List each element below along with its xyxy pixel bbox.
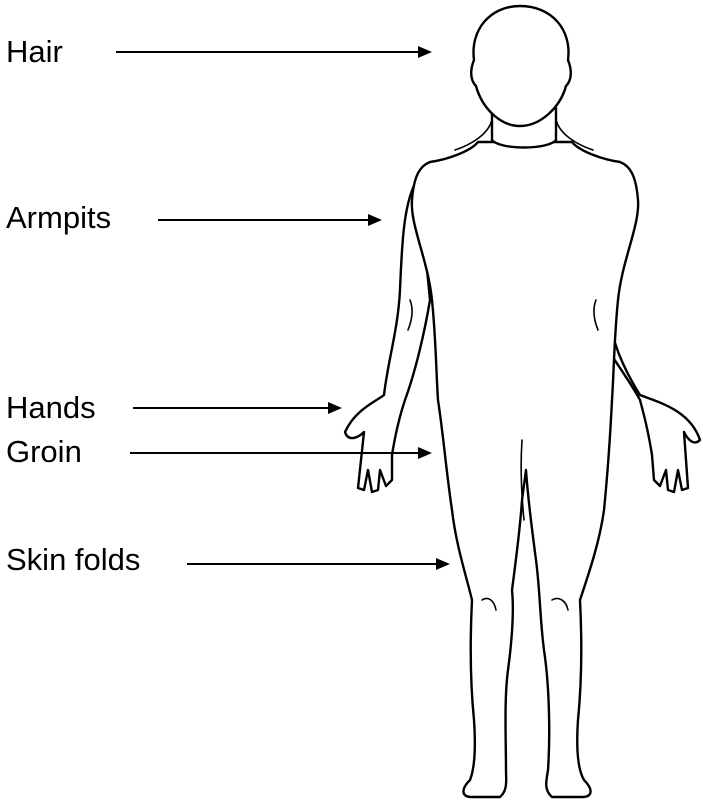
arrow-hands [133,402,342,414]
human-figure [345,6,700,797]
label-hair: Hair [6,34,63,69]
labels: Hair Armpits Hands Groin Skin folds [6,34,140,577]
head [471,6,571,126]
arrow-armpits [158,214,382,226]
label-armpits: Armpits [6,200,111,235]
label-hands: Hands [6,390,96,425]
torso-and-legs [412,142,638,797]
arrow-skin-folds [187,558,450,570]
arrow-hair [116,46,432,58]
label-groin: Groin [6,434,82,469]
label-skin-folds: Skin folds [6,542,140,577]
